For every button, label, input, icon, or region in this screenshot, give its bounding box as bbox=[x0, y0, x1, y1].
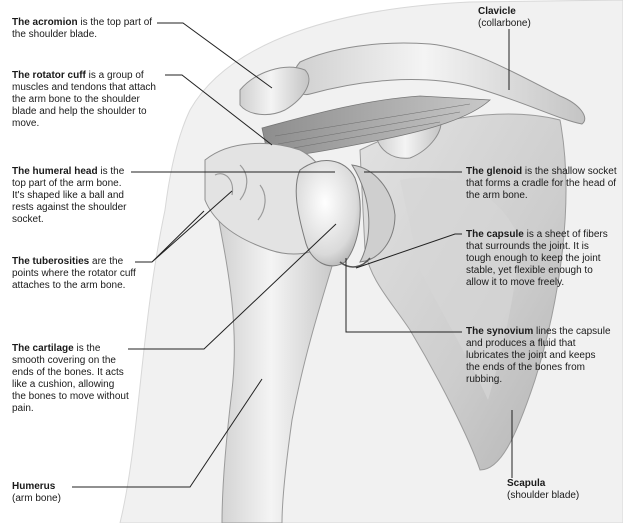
label-synovium: The synovium lines the capsule and produ… bbox=[466, 326, 611, 386]
label-capsule: The capsule is a sheet of fibers that su… bbox=[466, 229, 611, 289]
label-capsule-term: The capsule bbox=[466, 229, 524, 240]
label-scapula: Scapula(shoulder blade) bbox=[507, 478, 617, 502]
label-humeral-head-term: The humeral head bbox=[12, 166, 98, 177]
label-humerus: Humerus(arm bone) bbox=[12, 481, 102, 505]
label-tuberosities: The tuberosities are the points where th… bbox=[12, 256, 140, 292]
label-clavicle-term: Clavicle bbox=[478, 6, 578, 18]
label-humerus-text: (arm bone) bbox=[12, 493, 102, 505]
label-acromion: The acromion is the top part of the shou… bbox=[12, 17, 157, 41]
label-clavicle-text: (collarbone) bbox=[478, 18, 578, 30]
label-cartilage-term: The cartilage bbox=[12, 343, 74, 354]
label-tuberosities-term: The tuberosities bbox=[12, 256, 89, 267]
label-rotator-cuff: The rotator cuff is a group of muscles a… bbox=[12, 70, 164, 130]
label-glenoid-term: The glenoid bbox=[466, 166, 522, 177]
label-humerus-term: Humerus bbox=[12, 481, 102, 493]
label-clavicle: Clavicle(collarbone) bbox=[478, 6, 578, 30]
label-humeral-head: The humeral head is the top part of the … bbox=[12, 166, 134, 226]
label-synovium-term: The synovium bbox=[466, 326, 533, 337]
label-rotator-cuff-term: The rotator cuff bbox=[12, 70, 86, 81]
label-scapula-term: Scapula bbox=[507, 478, 617, 490]
label-scapula-text: (shoulder blade) bbox=[507, 490, 617, 502]
label-acromion-term: The acromion bbox=[12, 17, 78, 28]
label-cartilage: The cartilage is the smooth covering on … bbox=[12, 343, 130, 415]
label-glenoid: The glenoid is the shallow socket that f… bbox=[466, 166, 618, 202]
